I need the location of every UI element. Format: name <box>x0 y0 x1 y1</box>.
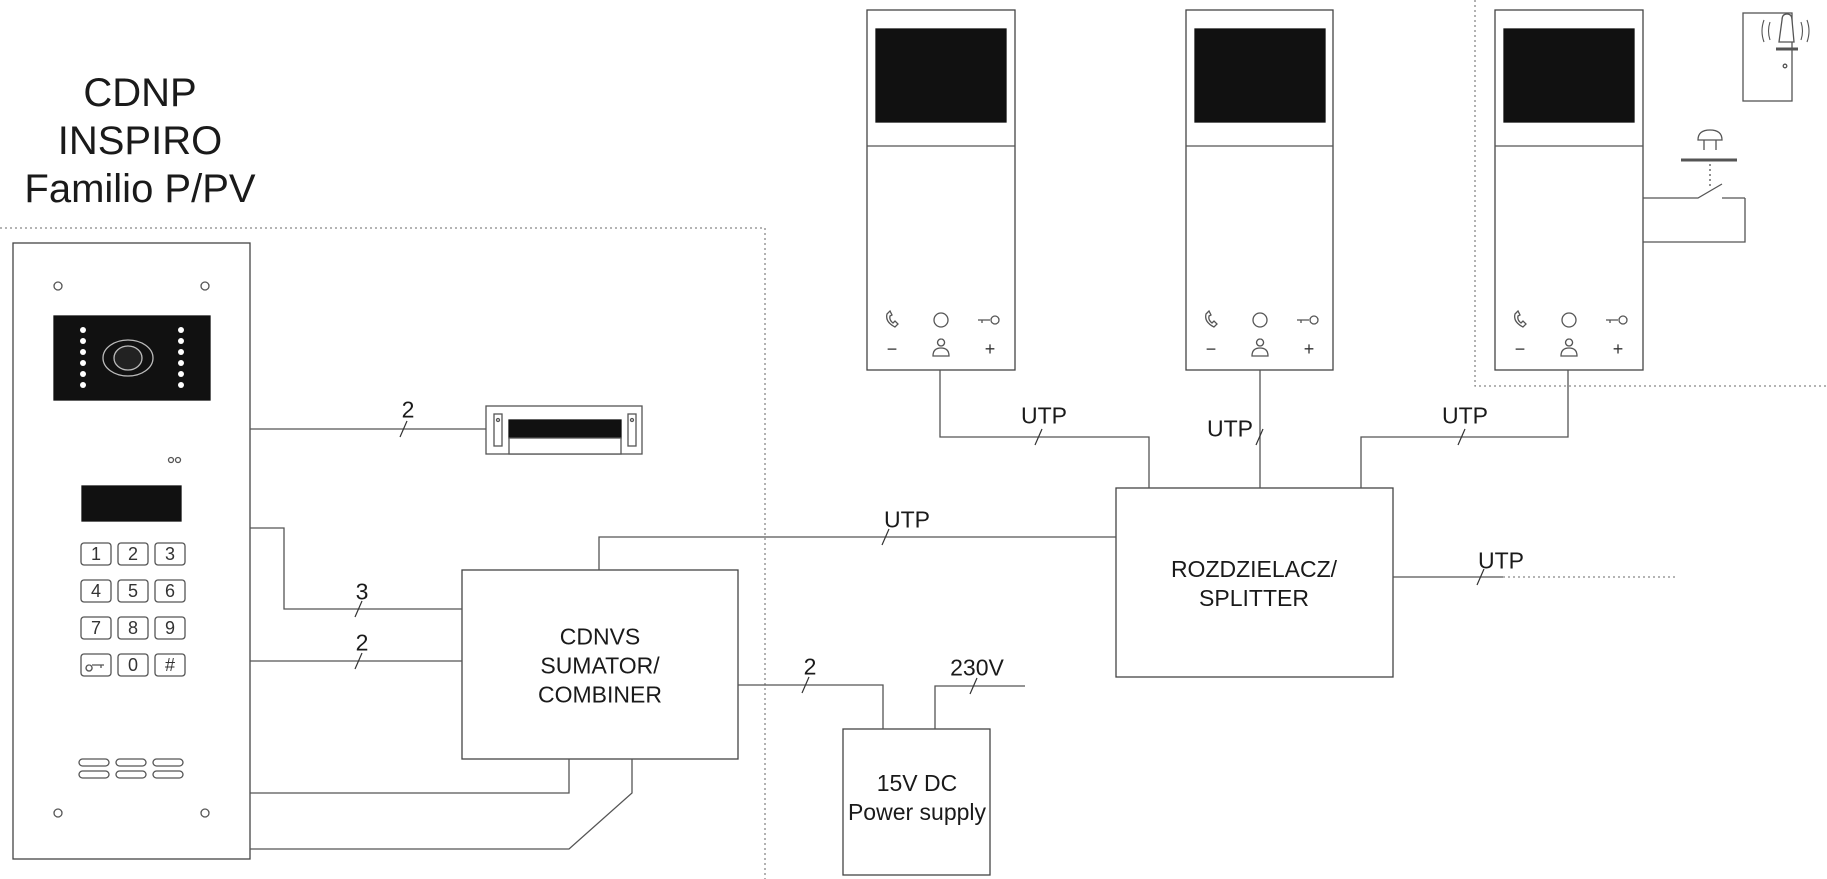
speaker-grille <box>78 758 184 779</box>
keypad-key-label: 0 <box>128 655 138 675</box>
camera-module <box>53 315 211 401</box>
title-line-1: CDNP <box>83 71 197 115</box>
keypad-key-label: 7 <box>91 618 101 638</box>
monitor3-zone-border <box>1474 0 1827 387</box>
push-button-icon <box>1681 129 1737 186</box>
plus-icon: + <box>1613 339 1624 359</box>
door-bell-icon <box>1742 12 1810 102</box>
keypad-key-label: 5 <box>128 581 138 601</box>
outdoor-zone-border <box>0 227 766 879</box>
keypad-key <box>80 653 112 677</box>
wire-panel-combiner-c <box>250 759 633 850</box>
key-icon <box>85 664 104 672</box>
wire-panel-combiner-a <box>250 527 462 610</box>
wire-combiner-power <box>738 684 884 729</box>
keypad-key-label: 8 <box>128 618 138 638</box>
minus-icon: − <box>1515 339 1526 359</box>
circle-button-icon <box>1252 312 1268 328</box>
wire-label-monitor2: UTP <box>1207 415 1253 442</box>
keypad-key-label: # <box>165 655 175 675</box>
outdoor-panel <box>12 242 251 860</box>
keypad-key: 3 <box>154 542 186 566</box>
monitor-buttons: −+ <box>1205 309 1319 359</box>
wire-label-combiner-splitter: UTP <box>884 506 930 533</box>
keypad-key: # <box>154 653 186 677</box>
keypad-key: 4 <box>80 579 112 603</box>
wire-label-lock: 2 <box>401 396 415 423</box>
keypad-key: 9 <box>154 616 186 640</box>
splitter-box <box>1115 487 1394 678</box>
combiner-box <box>461 569 739 760</box>
key-icon <box>1297 315 1319 325</box>
wire-label-monitor1: UTP <box>1021 402 1067 429</box>
wire-monitor3-button <box>1643 183 1746 243</box>
plus-icon: + <box>1304 339 1315 359</box>
keypad-key: 8 <box>117 616 149 640</box>
keypad-key: 6 <box>154 579 186 603</box>
title-line-2: INSPIRO <box>57 119 223 163</box>
person-icon <box>932 338 950 357</box>
wire-combiner-splitter <box>598 536 1116 570</box>
person-icon <box>1251 338 1269 357</box>
electric-lock <box>485 405 643 455</box>
handset-icon <box>886 309 899 328</box>
splitter-label-line2: SPLITTER <box>1199 585 1309 611</box>
minus-icon: − <box>1206 339 1217 359</box>
keypad-key-label: 1 <box>91 544 101 564</box>
keypad-key: 5 <box>117 579 149 603</box>
monitor-buttons: −+ <box>886 309 1000 359</box>
combiner-label: CDNVS SUMATOR/ COMBINER <box>538 623 662 710</box>
keypad-key: 0 <box>117 653 149 677</box>
wire-label-mains: 230V <box>950 654 1004 681</box>
monitor-3 <box>1494 9 1644 371</box>
keypad-key-label: 2 <box>128 544 138 564</box>
combiner-label-line2: SUMATOR/ <box>540 652 660 679</box>
monitor-2 <box>1185 9 1334 371</box>
splitter-label-line1: ROZDZIELACZ/ <box>1170 556 1338 582</box>
panel-display <box>81 485 182 522</box>
keypad-key: 1 <box>80 542 112 566</box>
combiner-label-line3: COMBINER <box>538 681 662 708</box>
power-supply-label-line1: 15V DC <box>876 770 958 796</box>
keypad-key: 7 <box>80 616 112 640</box>
keypad-key-label: 4 <box>91 581 101 601</box>
wire-label-panel-combiner-a: 3 <box>355 578 369 605</box>
wire-label-monitor3: UTP <box>1442 402 1488 429</box>
monitor-1 <box>866 9 1016 371</box>
circle-button-icon <box>1561 312 1577 328</box>
person-icon <box>1560 338 1578 357</box>
wire-mains <box>934 685 1025 729</box>
handset-icon <box>1514 309 1527 328</box>
wire-label-splitter-out: UTP <box>1478 547 1524 574</box>
keypad-key: 2 <box>117 542 149 566</box>
wire-label-panel-combiner-b: 2 <box>355 629 369 656</box>
wire-monitor1-splitter <box>939 370 1150 488</box>
wire-monitor3-splitter <box>1360 370 1569 488</box>
wire-label-combiner-power: 2 <box>803 653 817 680</box>
splitter-label: ROZDZIELACZ/ SPLITTER <box>1171 555 1337 613</box>
key-icon <box>1606 315 1628 325</box>
combiner-label-line1: CDNVS <box>559 623 641 650</box>
plus-icon: + <box>985 339 996 359</box>
key-icon <box>978 315 1000 325</box>
handset-icon <box>1205 309 1218 328</box>
title-line-3: Familio P/PV <box>24 167 256 211</box>
power-supply-label: 15V DC Power supply <box>848 769 986 827</box>
power-supply-box <box>842 728 991 876</box>
keypad-key-label: 6 <box>165 581 175 601</box>
monitor-buttons: −+ <box>1514 309 1628 359</box>
power-supply-label-line2: Power supply <box>847 799 987 825</box>
circle-button-icon <box>933 312 949 328</box>
minus-icon: − <box>887 339 898 359</box>
keypad-key-label: 3 <box>165 544 175 564</box>
keypad: 1 2 3 4 5 6 7 8 9 0 # <box>80 542 186 677</box>
keypad-key-label: 9 <box>165 618 175 638</box>
